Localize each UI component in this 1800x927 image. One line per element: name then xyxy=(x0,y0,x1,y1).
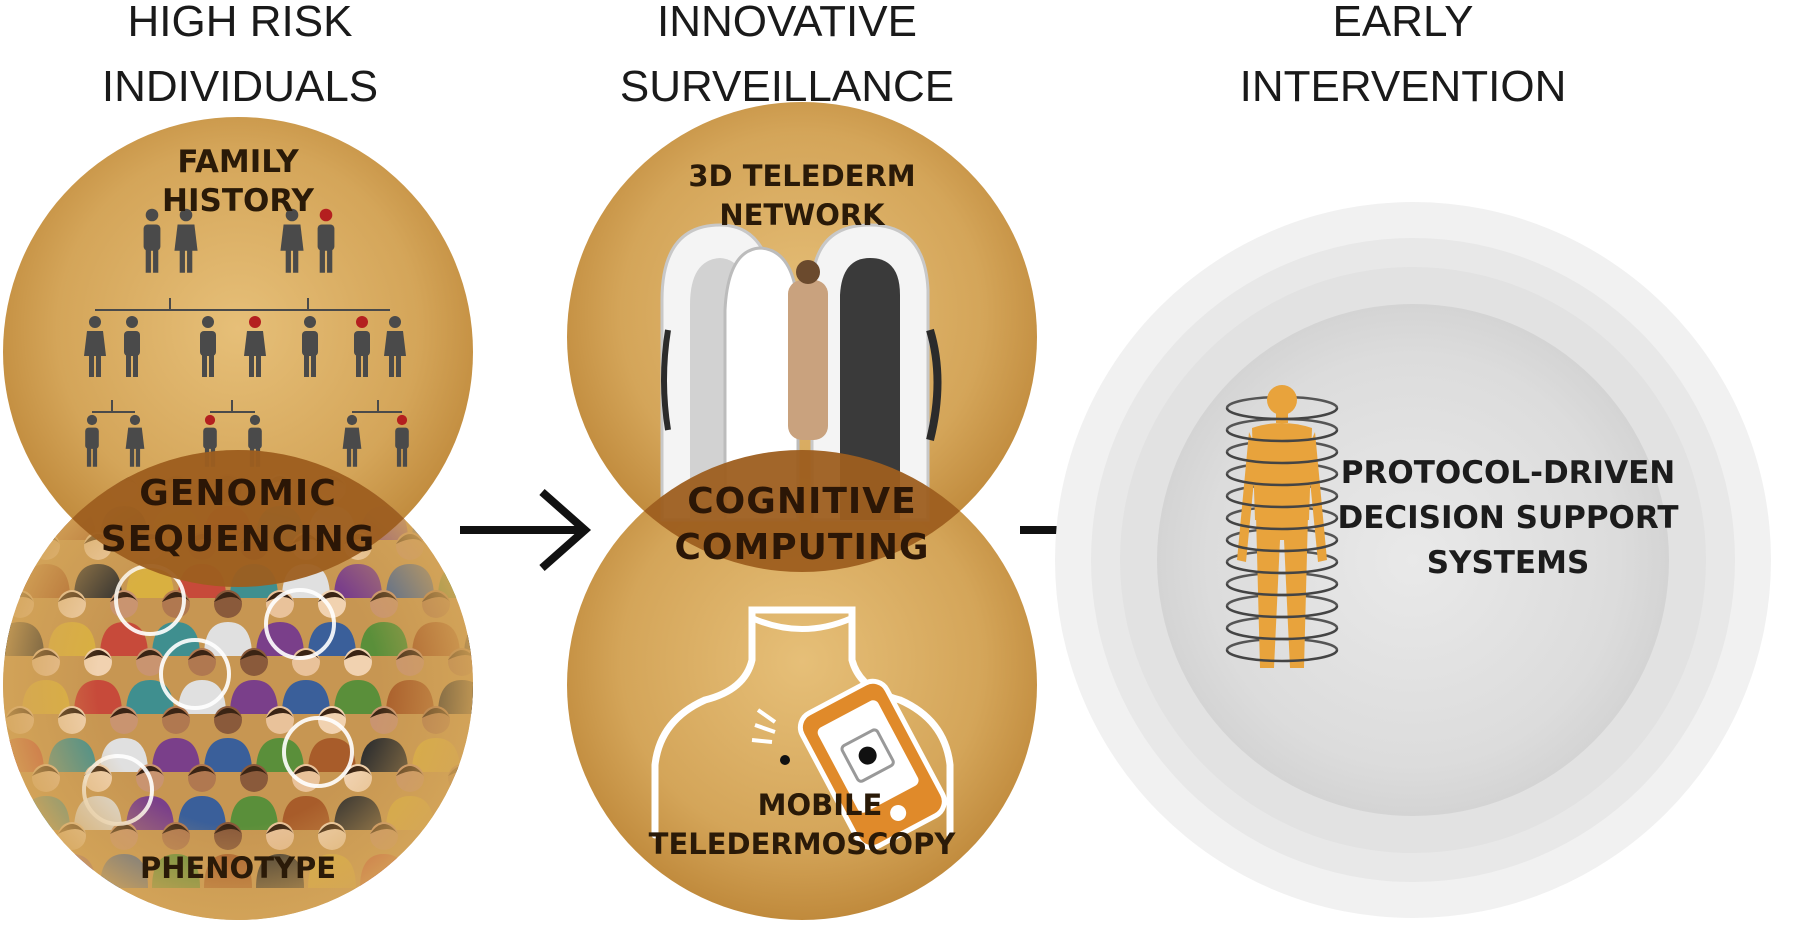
person-icon xyxy=(143,208,161,273)
crowd-person xyxy=(464,854,473,888)
protocol-driven-label-line3: SYSTEMS xyxy=(1427,545,1590,581)
intervention-group: PROTOCOL-DRIVEN DECISION SUPPORT SYSTEMS xyxy=(1055,202,1771,918)
crowd-icon xyxy=(3,450,538,920)
family-history-label: FAMILY xyxy=(177,144,299,180)
person-icon xyxy=(244,316,266,377)
mobile-teledermoscopy-label-line2: TELEDERMOSCOPY xyxy=(649,827,957,861)
pedigree-icon xyxy=(84,208,409,467)
crowd-person xyxy=(490,532,538,598)
cognitive-computing-label-line2: COMPUTING xyxy=(674,527,929,568)
person-icon xyxy=(125,414,145,467)
telederm-network-label-line2: NETWORK xyxy=(719,198,886,232)
person-icon xyxy=(354,316,370,377)
person-icon xyxy=(84,316,106,377)
high-risk-group: FAMILY HISTORY GENOMIC SEQUENCING PHENOT… xyxy=(3,117,538,920)
person-icon xyxy=(174,208,198,273)
person-icon xyxy=(200,316,216,377)
column-title-high-risk-line2: INDIVIDUALS xyxy=(102,62,378,111)
person-icon xyxy=(384,316,406,377)
genomic-sequencing-label-line2: SEQUENCING xyxy=(101,519,376,560)
cognitive-computing-label: COGNITIVE xyxy=(687,481,917,522)
crowd-person xyxy=(490,764,538,830)
mobile-teledermoscopy-label: MOBILE xyxy=(758,788,883,822)
person-icon xyxy=(85,414,99,467)
column-title-high-risk: HIGH RISK xyxy=(128,0,353,46)
surveillance-group: 3D TELEDERM NETWORK COGNITIVE COMPUTING … xyxy=(567,102,1037,920)
crowd-person xyxy=(464,622,473,656)
person-icon xyxy=(280,208,304,273)
family-history-circle xyxy=(3,117,473,587)
person-icon xyxy=(124,316,140,377)
genomic-sequencing-label: GENOMIC xyxy=(139,473,337,514)
protocol-driven-label-line2: DECISION SUPPORT xyxy=(1337,500,1678,536)
column-title-intervention: EARLY xyxy=(1332,0,1473,46)
column-title-intervention-line2: INTERVENTION xyxy=(1240,62,1567,111)
crowd-person xyxy=(490,648,538,714)
column-title-surveillance: INNOVATIVE xyxy=(657,0,917,46)
intervention-ring-inner xyxy=(1157,304,1669,816)
phenotype-label: PHENOTYPE xyxy=(140,851,336,885)
person-icon xyxy=(317,208,335,273)
crowd-person xyxy=(464,738,473,772)
person-icon xyxy=(395,414,409,467)
protocol-driven-label: PROTOCOL-DRIVEN xyxy=(1341,455,1675,491)
body-scanner-icon xyxy=(660,223,942,522)
person-icon xyxy=(342,414,362,467)
arrow-right-icon xyxy=(460,489,592,571)
person-icon xyxy=(302,316,318,377)
smartphone-icon xyxy=(651,606,954,851)
telederm-network-label: 3D TELEDERM xyxy=(688,159,915,193)
family-history-label-line2: HISTORY xyxy=(162,183,314,219)
crowd-person xyxy=(3,822,44,888)
human-figure-icon xyxy=(1225,385,1339,668)
crowd-person xyxy=(3,474,44,540)
